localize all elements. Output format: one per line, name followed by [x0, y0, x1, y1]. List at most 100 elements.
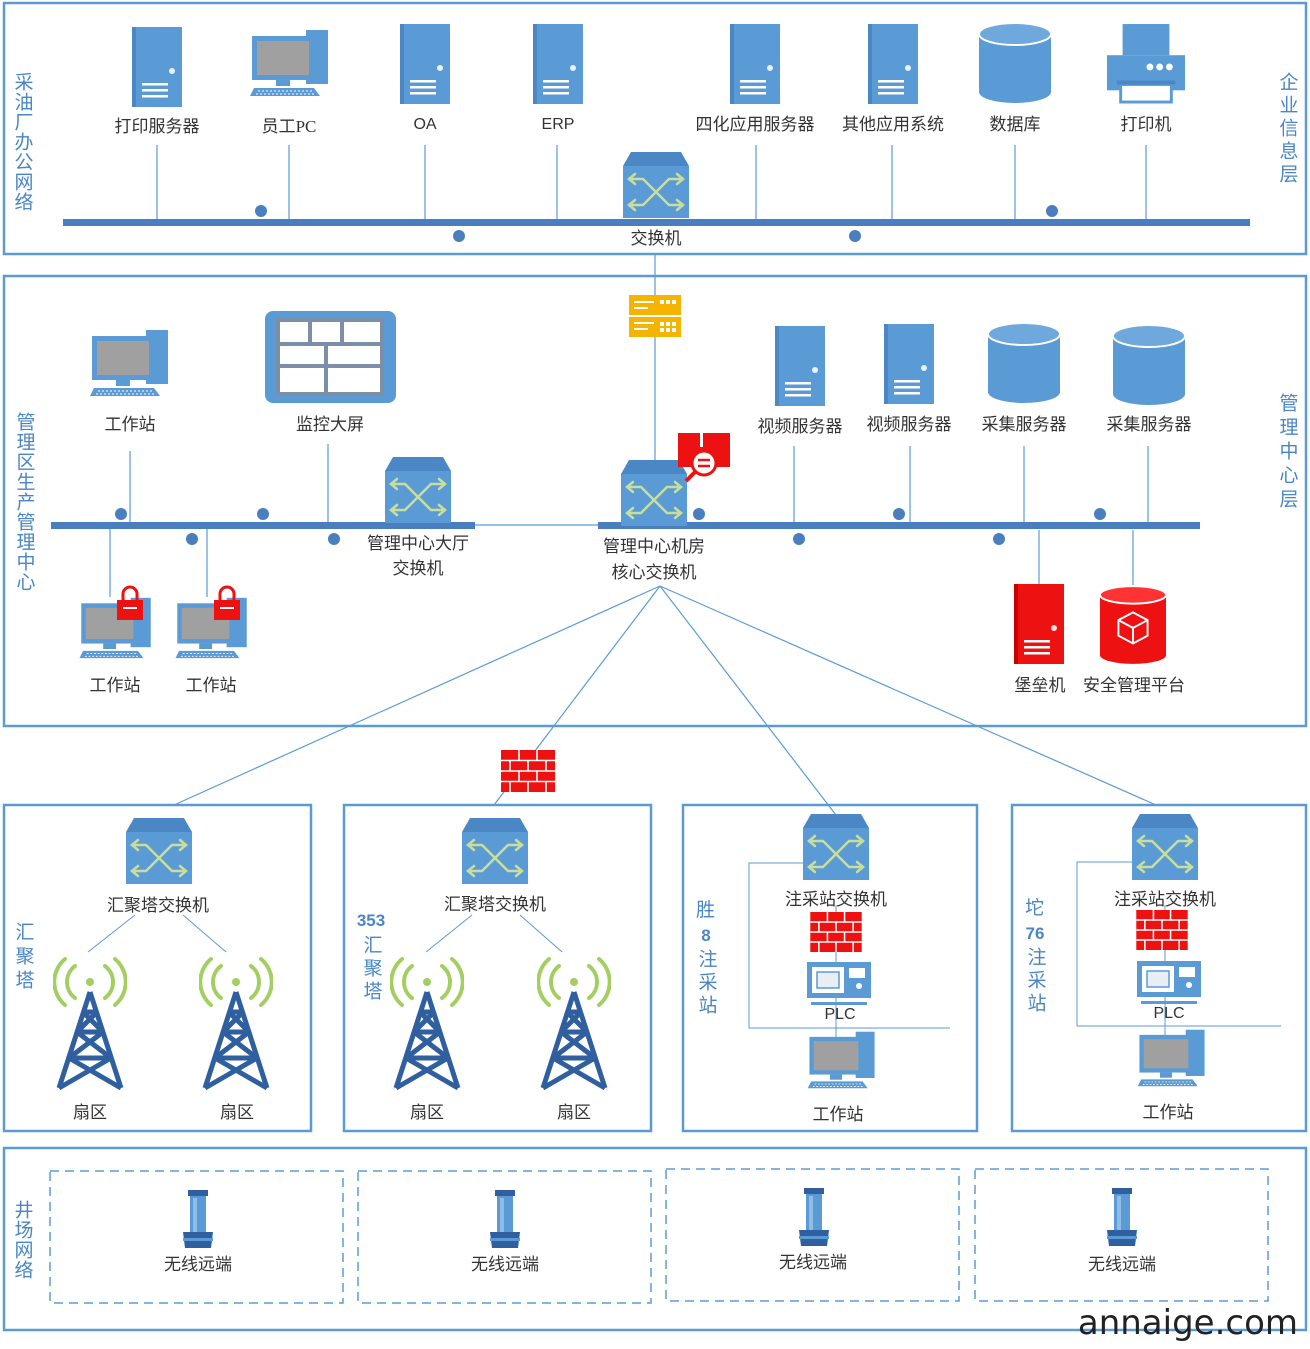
printer-icon: [1107, 24, 1185, 104]
management-bus-left: [51, 522, 475, 529]
security-platform-label: 安全管理平台: [1083, 676, 1185, 695]
collect-server-1-icon: [987, 322, 1061, 404]
site3-workstation-icon: [807, 1031, 876, 1089]
workstation-label: 工作站: [105, 415, 156, 434]
collect-server-1-label: 采集服务器: [982, 415, 1067, 434]
erp-label: ERP: [542, 116, 575, 133]
wireless-remote-label: 无线远端: [164, 1255, 232, 1274]
printer-label: 打印机: [1121, 115, 1172, 134]
monitor-wall-icon: [265, 311, 396, 403]
radio-tower-icon: [538, 959, 609, 1088]
watermark-text: annaige.com: [1078, 1303, 1298, 1343]
collect-server-2-icon: [1112, 324, 1186, 406]
core-switch-icon: [621, 460, 687, 526]
site4-workstation-icon: [1137, 1029, 1206, 1087]
site1-side-label: 汇聚塔: [13, 922, 35, 994]
site4-side-label-number: 76: [1026, 924, 1045, 943]
secure-workstation-1-label: 工作站: [90, 676, 141, 695]
site-frame-1: [2, 803, 313, 1133]
enterprise-left-label: 采油厂办公网络: [12, 72, 34, 212]
employee-pc-label: 员工PC: [262, 117, 317, 136]
oa-label: OA: [413, 116, 436, 133]
bastion-host-icon: [1014, 584, 1064, 664]
video-server-1-label: 视频服务器: [758, 417, 843, 436]
database-icon: [978, 22, 1052, 104]
site1-switch-label: 汇聚塔交换机: [107, 896, 209, 915]
management-right-label: 管理中心层: [1277, 393, 1299, 513]
lock-icon: [115, 585, 145, 621]
wireless-remote-icon: [183, 1190, 213, 1248]
print-server-icon: [132, 27, 182, 107]
site3-plc-icon: [807, 962, 871, 1006]
enterprise-right-label: 企业信息层: [1277, 72, 1299, 187]
site2-switch-icon: [462, 818, 528, 884]
gateway-icon: [629, 295, 681, 337]
sector-label: 扇区: [557, 1103, 591, 1122]
monitor-wall-label: 监控大屏: [296, 415, 364, 434]
app-server-label: 四化应用服务器: [696, 115, 815, 134]
management-bus-nodes: [115, 508, 1106, 545]
site4-side-label: 注采站: [1025, 947, 1047, 1016]
site3-switch-label: 注采站交换机: [785, 890, 887, 909]
site1-switch-icon: [126, 818, 192, 884]
app-server-icon: [730, 24, 780, 104]
sector-label: 扇区: [410, 1103, 444, 1122]
core-switch-label-line1: 管理中心机房: [603, 537, 705, 556]
sector-label: 扇区: [73, 1103, 107, 1122]
core-switch-label-line2: 核心交换机: [612, 563, 697, 582]
site2-side-label-number: 353: [357, 911, 385, 930]
site3-firewall-icon: [809, 912, 863, 952]
hall-switch-icon: [385, 457, 451, 523]
site3-side-label-number: 8: [701, 926, 710, 945]
wireless-remote-icon: [490, 1190, 520, 1248]
field-layer-frame: [2, 1146, 1308, 1332]
site4-switch-label: 注采站交换机: [1114, 890, 1216, 909]
site2-side-label: 汇聚塔: [361, 935, 383, 1004]
enterprise-switch-icon: [623, 152, 689, 218]
management-left-label: 管理区生产管理中心: [14, 412, 36, 592]
hall-switch-label-line2: 交换机: [393, 559, 444, 578]
site2-links: [425, 914, 563, 953]
site3-switch-icon: [803, 814, 869, 880]
wireless-remote-label: 无线远端: [1088, 1255, 1156, 1274]
lock-icon: [212, 585, 242, 621]
radio-tower-icon: [54, 959, 125, 1088]
management-links: [109, 444, 1157, 816]
radio-tower-icon: [200, 959, 271, 1088]
site-frame-4: [1010, 803, 1308, 1133]
site3-plc-label: PLC: [824, 1006, 855, 1023]
secure-workstation-2-label: 工作站: [186, 676, 237, 695]
video-server-2-label: 视频服务器: [867, 415, 952, 434]
enterprise-bus: [63, 145, 1250, 470]
wireless-remote-label: 无线远端: [471, 1255, 539, 1274]
site4-plc-label: PLC: [1153, 1005, 1184, 1022]
wireless-remote-icon: [799, 1188, 829, 1246]
enterprise-switch-label: 交换机: [631, 229, 682, 248]
site4-firewall-icon: [1135, 910, 1189, 950]
site4-side-label-top: 坨: [1025, 897, 1044, 919]
bastion-host-label: 堡垒机: [1015, 676, 1066, 695]
video-server-1-icon: [775, 326, 825, 406]
video-server-2-icon: [884, 324, 934, 404]
site3-workstation-label: 工作站: [813, 1105, 864, 1124]
wireless-remote-icon: [1107, 1188, 1137, 1246]
site4-switch-icon: [1132, 814, 1198, 880]
print-server-label: 打印服务器: [115, 117, 200, 136]
workstation-icon: [90, 329, 169, 397]
site3-side-label: 注采站: [696, 949, 718, 1018]
site3-side-label-top: 胜: [696, 899, 715, 921]
site4-workstation-label: 工作站: [1143, 1103, 1194, 1122]
database-label: 数据库: [990, 115, 1041, 134]
intrusion-detection-icon: [678, 433, 730, 483]
site4-plc-icon: [1137, 961, 1201, 1005]
employee-pc-icon: [250, 29, 329, 97]
site2-switch-label: 汇聚塔交换机: [444, 895, 546, 914]
wireless-remote-label: 无线远端: [779, 1253, 847, 1272]
firewall-icon: [501, 750, 555, 792]
collect-server-2-label: 采集服务器: [1107, 415, 1192, 434]
field-left-label: 井场网络: [12, 1200, 34, 1280]
site1-links: [87, 914, 227, 953]
field-groups: [49, 1168, 1269, 1304]
hall-switch-label-line1: 管理中心大厅: [367, 534, 469, 553]
